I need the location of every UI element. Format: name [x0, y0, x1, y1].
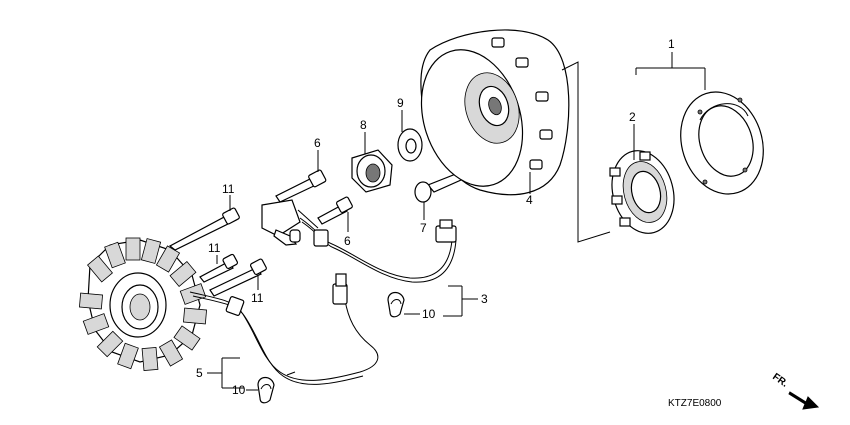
bolt-6-lower[interactable]: [317, 196, 353, 225]
clamp-10-upper[interactable]: [387, 291, 405, 318]
starter-clutch-outer-1[interactable]: [668, 81, 776, 205]
callout-10-lower: 10: [232, 383, 246, 397]
callout-11-lower: 11: [251, 291, 264, 305]
pulser-harness[interactable]: [299, 217, 457, 283]
washer-9[interactable]: [397, 128, 423, 162]
front-arrow-icon: [788, 391, 820, 410]
callout-2: 2: [629, 110, 636, 124]
callout-3: 3: [481, 292, 488, 306]
flange-nut-8[interactable]: [351, 149, 393, 193]
callout-11-upper: 11: [222, 182, 235, 196]
one-way-clutch-2[interactable]: [603, 144, 683, 241]
callout-4: 4: [526, 193, 533, 207]
bolt-11-upper[interactable]: [168, 207, 240, 251]
harness-clamp: [313, 229, 329, 247]
callout-11-middle: 11: [208, 241, 221, 255]
callout-5: 5: [196, 366, 203, 380]
callout-7: 7: [420, 221, 427, 235]
bolt-6-upper[interactable]: [275, 169, 327, 203]
bolt-11-middle[interactable]: [199, 253, 239, 283]
callout-1: 1: [668, 37, 675, 51]
clamp-10-lower[interactable]: [257, 376, 275, 404]
diagram-code: KTZ7E0800: [668, 398, 722, 409]
stator-connector: [332, 283, 348, 305]
callout-6-upper: 6: [314, 136, 321, 150]
stator-harness[interactable]: [189, 273, 379, 385]
flywheel-4[interactable]: [405, 29, 570, 199]
callout-10-upper: 10: [422, 307, 436, 321]
leader-lines: [207, 52, 706, 391]
bolt-11-lower[interactable]: [209, 258, 267, 297]
stator-part[interactable]: [78, 237, 208, 372]
callout-8: 8: [360, 118, 367, 132]
callout-9: 9: [397, 96, 404, 110]
front-label: FR.: [770, 371, 790, 389]
callout-6-lower: 6: [344, 234, 351, 248]
pulser-sensor[interactable]: [261, 199, 319, 246]
front-direction-indicator: FR.: [770, 371, 820, 410]
